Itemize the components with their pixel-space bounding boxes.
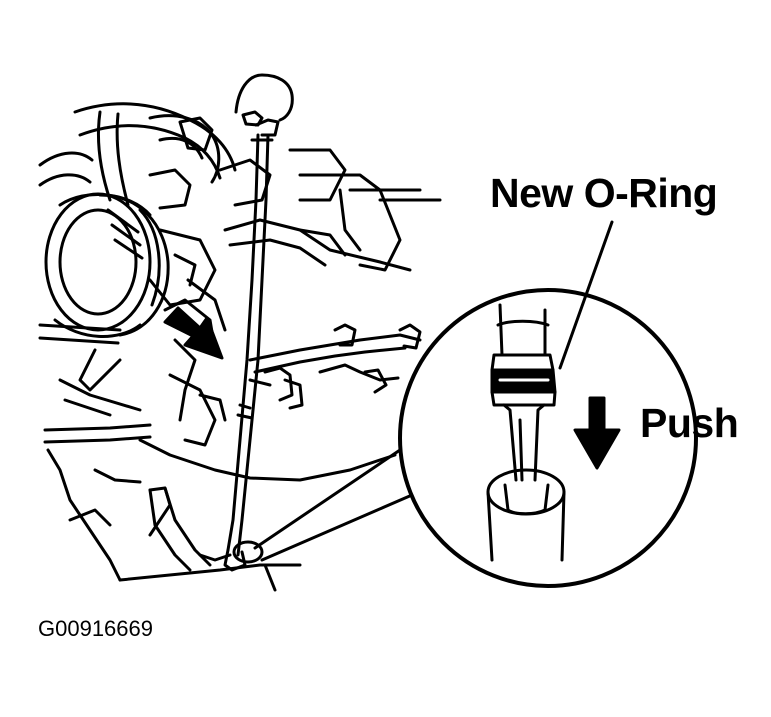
- callout-leader-lines: [234, 450, 412, 562]
- arrow-down-right-icon: [165, 308, 222, 358]
- arrow-down-icon: [575, 398, 619, 468]
- detail-magnifier: [400, 290, 696, 586]
- o-ring-leader-line: [560, 222, 612, 368]
- dipstick-guide-tube: [225, 75, 292, 570]
- figure-code: G00916669: [38, 616, 153, 641]
- new-o-ring-label: New O-Ring: [490, 170, 718, 216]
- push-label: Push: [640, 400, 739, 446]
- engine-block: [40, 104, 440, 590]
